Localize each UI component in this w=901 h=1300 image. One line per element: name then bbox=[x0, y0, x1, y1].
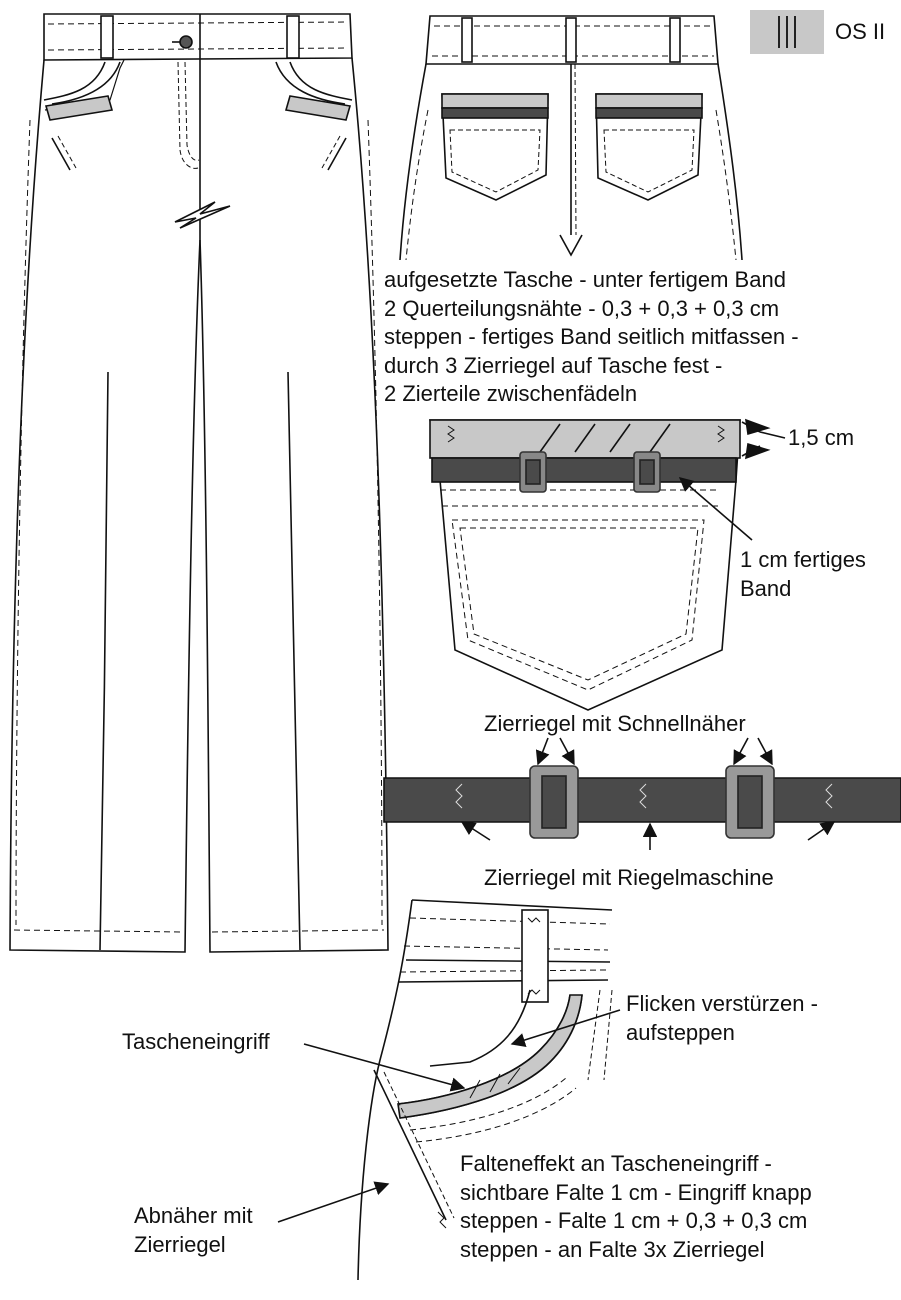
dart-label: Abnäher mit Zierriegel bbox=[134, 1202, 253, 1259]
band-label: 1 cm fertiges Band bbox=[740, 546, 866, 603]
fold-note: Falteneffekt an Tascheneingriff - sichtb… bbox=[460, 1150, 812, 1264]
band-top-label: Zierriegel mit Schnellnäher bbox=[484, 711, 746, 736]
stitch-line-icon bbox=[786, 16, 788, 48]
patch-label-line: Flicken verstürzen - bbox=[626, 991, 818, 1016]
fold-note-line: Falteneffekt an Tascheneingriff - bbox=[460, 1151, 772, 1176]
dart-label-line: Zierriegel bbox=[134, 1231, 226, 1257]
pocket-description: aufgesetzte Tasche - unter fertigem Band… bbox=[384, 266, 799, 409]
pocket-detail bbox=[429, 418, 786, 711]
fold-note-line: steppen - Falte 1 cm + 0,3 + 0,3 cm bbox=[460, 1208, 808, 1234]
measure-label: 1,5 cm bbox=[788, 425, 855, 450]
band-strip bbox=[383, 737, 901, 850]
patch-label-line: aufsteppen bbox=[626, 1019, 735, 1045]
description-line: 2 Querteilungsnähte - 0,3 + 0,3 + 0,3 cm bbox=[384, 295, 780, 321]
front-pocket-detail bbox=[277, 899, 621, 1281]
trousers-back-view bbox=[399, 15, 743, 261]
stitch-type-badge bbox=[750, 10, 824, 54]
band-bottom-label: Zierriegel mit Riegelmaschine bbox=[484, 865, 774, 890]
stitch-line-icon bbox=[794, 16, 796, 48]
trousers-front-view bbox=[9, 13, 389, 953]
fold-note-line: sichtbare Falte 1 cm - Eingriff knapp bbox=[460, 1179, 812, 1205]
band-label-line: 1 cm fertiges bbox=[740, 547, 866, 572]
description-line: aufgesetzte Tasche - unter fertigem Band bbox=[384, 267, 786, 292]
fold-note-line: steppen - an Falte 3x Zierriegel bbox=[460, 1236, 765, 1262]
description-line: steppen - fertiges Band seitlich mitfass… bbox=[384, 324, 799, 350]
band-label-line: Band bbox=[740, 575, 792, 601]
description-line: durch 3 Zierriegel auf Tasche fest - bbox=[384, 352, 723, 378]
description-line: 2 Zierteile zwischenfädeln bbox=[384, 381, 638, 407]
patch-label: Flicken verstürzen - aufsteppen bbox=[626, 990, 818, 1047]
stitch-type-code: OS II bbox=[835, 19, 886, 44]
pocket-opening-label: Tascheneingriff bbox=[122, 1029, 270, 1054]
dart-label-line: Abnäher mit bbox=[134, 1203, 253, 1228]
stitch-line-icon bbox=[778, 16, 780, 48]
